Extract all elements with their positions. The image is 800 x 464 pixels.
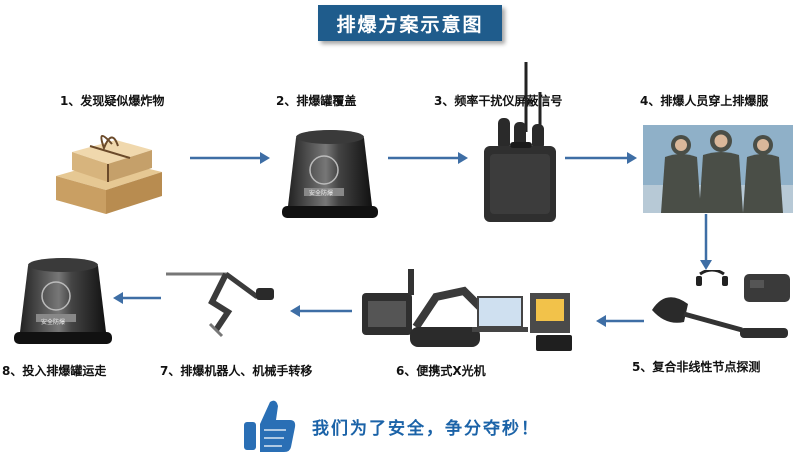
robotic-manipulator-arm-icon [166, 271, 274, 338]
arrow-left-icon [596, 315, 644, 327]
arrow-right-icon [388, 152, 468, 164]
arrow-down-icon [700, 214, 712, 270]
suspicious-package-icon [56, 135, 162, 214]
step-2-label: 2、排爆罐覆盖 [276, 94, 357, 108]
arrow-right-icon [565, 152, 637, 164]
blast-containment-tank-icon [282, 130, 378, 218]
step-7-label: 7、排爆机器人、机械手转移 [160, 364, 313, 378]
slogan-text: 我们为了安全，争分夺秒！ [312, 419, 540, 439]
tank-plate-text: 安全防爆 [309, 190, 334, 197]
signal-jammer-case-icon [484, 62, 556, 222]
nonlinear-junction-detector-icon [652, 270, 790, 338]
step-1-label: 1、发现疑似爆炸物 [60, 94, 165, 108]
step-6-label: 6、便携式X光机 [396, 364, 486, 378]
arrow-left-icon [113, 292, 161, 304]
blast-containment-tank-icon [14, 258, 112, 344]
arrow-left-icon [290, 305, 352, 317]
tank-plate-text: 安全防爆 [41, 319, 66, 326]
page-title: 排爆方案示意图 [318, 5, 502, 41]
arrow-right-icon [190, 152, 270, 164]
thumbs-up-icon [244, 400, 296, 452]
step-4-label: 4、排爆人员穿上排爆服 [640, 94, 769, 108]
step-8-label: 8、投入排爆罐运走 [2, 364, 107, 378]
step-3-label: 3、频率干扰仪屏蔽信号 [434, 94, 563, 108]
bomb-suit-personnel-icon [643, 125, 793, 213]
step-5-label: 5、复合非线性节点探测 [632, 360, 761, 374]
portable-xray-kit-icon [362, 269, 572, 351]
